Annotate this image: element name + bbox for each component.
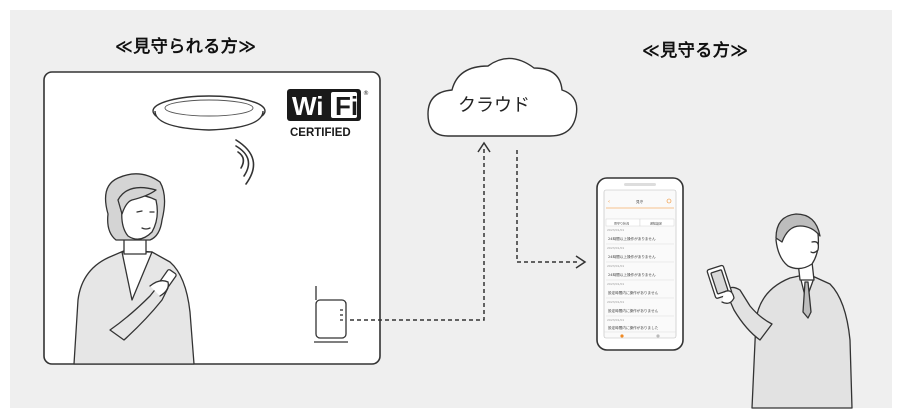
svg-text:Wi: Wi [292,91,324,121]
svg-text:Fi: Fi [335,91,358,121]
cloud-icon: クラウド [427,57,578,137]
svg-text:®: ® [363,90,369,97]
wifi-certified-text: CERTIFIED [290,127,351,139]
watched-person-heading: ≪見守られる方≫ [115,37,257,57]
phone-nav-home-icon [620,334,624,338]
phone-notification-list: 2023/01/01 24時間以上操作がありません 2023/01/01 24時… [606,228,674,330]
data-flow-arrows [350,148,580,321]
man-with-phone-illustration [706,213,853,409]
watcher-heading: ≪見守る方≫ [642,41,749,61]
phone-item-text: 24時間以上操作がありません [608,236,656,241]
phone-header-title: 見守 [636,199,644,204]
arrow-head-up [477,141,491,153]
phone-item-text: 設定時間内に操作がありません [608,290,659,295]
phone-item-date: 2023/01/01 [607,264,624,268]
phone-item-text: 24時間以上操作がありません [608,254,656,259]
phone-tab-status: 見守り状況 [614,221,629,226]
phone-item-date: 2023/01/01 [607,300,624,304]
ceiling-light-icon [152,95,266,131]
radio-waves-icon [235,139,255,185]
elderly-woman-illustration [73,173,195,365]
smartphone-illustration: ‹ 見守 見守り状況 通知設定 2023/01/01 24時間以上操作がありませ… [596,177,684,351]
phone-tab-settings: 通知設定 [650,221,662,226]
phone-item-date: 2023/01/01 [607,246,624,250]
svg-text:‹: ‹ [608,199,610,205]
phone-item-text: 設定時間内に操作がありません [608,308,659,313]
phone-item-date: 2023/01/01 [607,318,624,322]
phone-item-text: 24時間以上操作がありません [608,272,656,277]
phone-item-text: 設定時間内に操作がありました [608,325,659,330]
phone-item-date: 2023/01/01 [607,282,624,286]
wifi-certified-logo: Wi Fi ® CERTIFIED [287,89,369,139]
arrow-head-right [575,255,587,269]
phone-nav-settings-icon [656,334,660,338]
home-sensor-device-icon [314,286,348,343]
phone-item-date: 2023/01/01 [607,228,624,232]
cloud-label: クラウド [458,95,530,116]
